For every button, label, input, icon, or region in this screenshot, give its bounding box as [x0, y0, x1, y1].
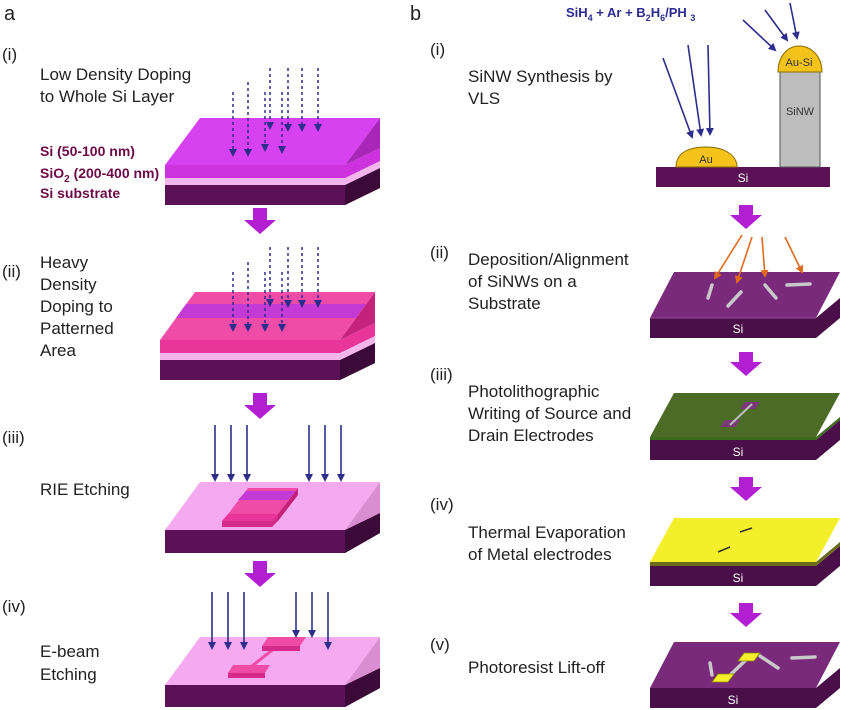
step-b3-line2: Writing of Source and [468, 404, 631, 423]
substrate-b5 [650, 642, 840, 708]
wafer-a3 [165, 482, 380, 553]
step-a1-line2: to Whole Si Layer [40, 87, 175, 106]
step-a4-number: (iv) [2, 597, 26, 616]
process-arrow-b4 [730, 603, 762, 627]
wafer-a1 [165, 118, 380, 205]
wafer-a4 [165, 637, 380, 707]
step-a4-line1: E-beam [40, 642, 100, 661]
si-label-b4: Si [733, 571, 744, 585]
step-b5-number: (v) [430, 635, 450, 654]
step-b3-line1: Photolithographic [468, 382, 600, 401]
step-a4-line2: Etching [40, 665, 97, 684]
si-label-b3: Si [733, 445, 744, 459]
process-arrow-b1 [730, 205, 762, 229]
step-a1-number: (i) [2, 45, 17, 64]
au-si-label: Au-Si [786, 57, 813, 69]
si-label-b5: Si [728, 693, 739, 707]
step-b4-line2: of Metal electrodes [468, 545, 612, 564]
solid-arrows-a3 [211, 425, 345, 482]
process-arrow-b3 [730, 477, 762, 501]
substrate-b2 [650, 272, 840, 338]
layer-label-si: Si (50-100 nm) [40, 143, 135, 159]
sinw-label: SiNW [786, 106, 815, 118]
process-arrow-a1 [244, 208, 276, 234]
device-b5 [708, 652, 817, 683]
substrate-b3 [650, 393, 840, 460]
step-a3-line1: RIE Etching [40, 480, 130, 499]
gas-precursor-label: SiH4 + Ar + B2H6/PH 3 [566, 5, 695, 23]
solid-arrows-a4 [208, 592, 332, 650]
step-b2-line3: Substrate [468, 294, 541, 313]
step-b2-line2: of SiNWs on a [468, 272, 577, 291]
step-b3-line3: Drain Electrodes [468, 426, 594, 445]
dotted-arrows-a2 [229, 247, 322, 332]
panel-a-letter: a [4, 3, 16, 25]
step-a1-line1: Low Density Doping [40, 65, 191, 84]
step-b4-line1: Thermal Evaporation [468, 523, 626, 542]
vls-growth-illustration [656, 45, 830, 187]
step-b3-number: (iii) [430, 365, 453, 384]
panel-b-letter: b [410, 3, 421, 25]
process-arrow-a3 [244, 561, 276, 587]
process-arrow-a2 [244, 393, 276, 419]
step-a3-number: (iii) [2, 428, 25, 447]
nanowires-b2 [706, 282, 812, 308]
gas-arrows-b1 [662, 2, 800, 139]
substrate-b4 [650, 518, 840, 586]
si-label-b1: Si [738, 171, 749, 185]
step-a2-line2: Density [40, 275, 97, 294]
process-arrow-b2 [730, 352, 762, 376]
step-b4-number: (iv) [430, 495, 454, 514]
step-a2-number: (ii) [2, 262, 21, 281]
step-a2-line4: Patterned [40, 319, 114, 338]
si-label-b2: Si [733, 322, 744, 336]
layer-label-substrate: Si substrate [40, 185, 120, 201]
step-a2-line5: Area [40, 341, 76, 360]
step-b5-line1: Photoresist Lift-off [468, 658, 605, 677]
au-droplet-label: Au [699, 154, 712, 166]
step-a2-line3: Doping to [40, 297, 113, 316]
dotted-arrows-a1 [229, 68, 322, 157]
step-b2-number: (ii) [430, 243, 449, 262]
orange-arrows-b2 [713, 234, 803, 284]
step-b1-number: (i) [430, 40, 445, 59]
step-b1-line2: VLS [468, 89, 500, 108]
step-b1-line1: SiNW Synthesis by [468, 67, 613, 86]
layer-label-sio2: SiO2 (200-400 nm) [40, 165, 159, 185]
step-a2-line1: Heavy [40, 253, 89, 272]
step-b2-line1: Deposition/Alignment [468, 250, 629, 269]
wafer-a2 [160, 292, 375, 380]
